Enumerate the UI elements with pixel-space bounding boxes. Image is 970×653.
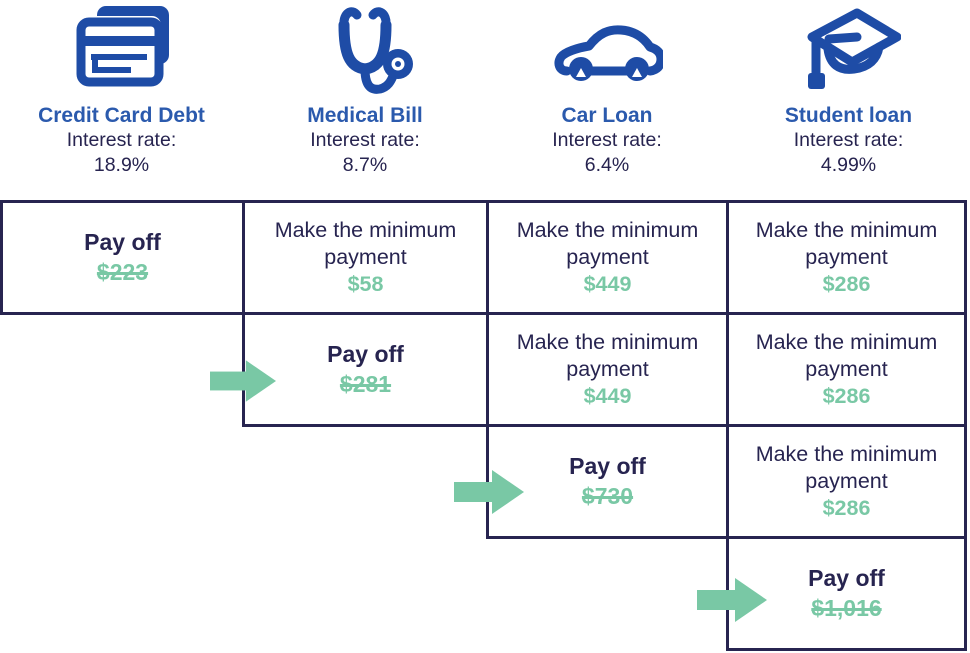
payoff-label: Pay off — [808, 565, 885, 592]
cell-student-minimum: Make the minimum payment $286 — [729, 203, 964, 312]
car-icon — [551, 0, 663, 104]
minimum-payment-amount: $449 — [583, 384, 632, 409]
cell-medical-payoff: Pay off $281 — [245, 315, 486, 424]
table-border-line — [726, 200, 729, 651]
table-border-line — [964, 200, 967, 651]
payoff-amount: $281 — [339, 370, 392, 397]
payoff-arrow-icon — [696, 578, 768, 627]
minimum-payment-label: Make the minimum payment — [755, 441, 938, 493]
column-title: Medical Bill — [307, 104, 423, 127]
column-header-car-loan: Car Loan Interest rate: 6.4% — [487, 0, 727, 198]
minimum-payment-label: Make the minimum payment — [755, 329, 938, 381]
payoff-amount: $1,016 — [811, 594, 882, 621]
payoff-arrow-icon — [454, 470, 524, 519]
payoff-arrow-icon — [210, 360, 276, 407]
minimum-payment-label: Make the minimum payment — [516, 217, 699, 269]
cell-student-minimum: Make the minimum payment $286 — [729, 427, 964, 536]
table-border-line — [0, 200, 967, 203]
payoff-label: Pay off — [84, 229, 161, 256]
table-border-line — [0, 312, 967, 315]
table-border-line — [242, 424, 967, 427]
interest-rate-label: Interest rate: — [552, 129, 662, 152]
payoff-amount: $223 — [96, 258, 149, 285]
payoff-label: Pay off — [569, 453, 646, 480]
interest-rate-value: 8.7% — [342, 154, 388, 177]
column-title: Credit Card Debt — [38, 104, 205, 127]
interest-rate-label: Interest rate: — [793, 129, 904, 152]
minimum-payment-amount: $58 — [347, 272, 384, 297]
payoff-amount: $730 — [581, 482, 634, 509]
minimum-payment-label: Make the minimum payment — [755, 217, 938, 269]
table-border-line — [486, 200, 489, 539]
column-title: Car Loan — [561, 104, 653, 127]
interest-rate-label: Interest rate: — [66, 129, 177, 152]
cell-car-minimum: Make the minimum payment $449 — [489, 315, 726, 424]
cell-car-payoff: Pay off $730 — [489, 427, 726, 536]
column-header-medical-bill: Medical Bill Interest rate: 8.7% — [243, 0, 487, 198]
interest-rate-value: 6.4% — [584, 154, 630, 177]
stethoscope-icon — [314, 0, 416, 104]
table-border-line — [242, 200, 245, 427]
graduation-cap-icon — [797, 0, 901, 104]
minimum-payment-amount: $286 — [822, 384, 871, 409]
interest-rate-value: 18.9% — [93, 154, 150, 177]
minimum-payment-amount: $286 — [822, 496, 871, 521]
minimum-payment-amount: $286 — [822, 272, 871, 297]
table-border-line — [726, 648, 967, 651]
credit-card-icon — [71, 0, 173, 104]
minimum-payment-label: Make the minimum payment — [274, 217, 457, 269]
interest-rate-value: 4.99% — [820, 154, 877, 177]
cell-car-minimum: Make the minimum payment $449 — [489, 203, 726, 312]
table-border-line — [0, 200, 3, 315]
column-header-credit-card: Credit Card Debt Interest rate: 18.9% — [0, 0, 243, 198]
cell-student-minimum: Make the minimum payment $286 — [729, 315, 964, 424]
cell-student-payoff: Pay off $1,016 — [729, 539, 964, 648]
minimum-payment-amount: $449 — [583, 272, 632, 297]
column-header-student-loan: Student loan Interest rate: 4.99% — [727, 0, 970, 198]
interest-rate-label: Interest rate: — [310, 129, 420, 152]
column-title: Student loan — [784, 104, 913, 127]
cell-medical-minimum: Make the minimum payment $58 — [245, 203, 486, 312]
payoff-label: Pay off — [327, 341, 404, 368]
cell-credit-card-payoff: Pay off $223 — [3, 203, 242, 312]
minimum-payment-label: Make the minimum payment — [516, 329, 699, 381]
